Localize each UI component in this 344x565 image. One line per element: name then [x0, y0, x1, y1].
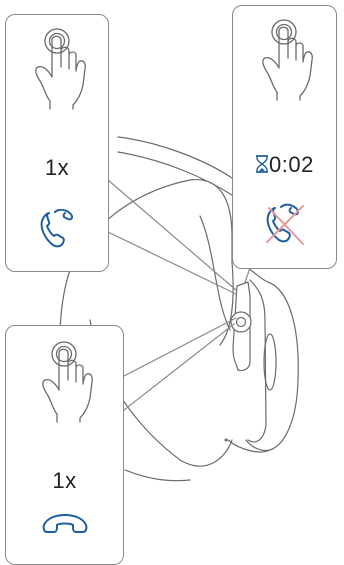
- mic-knob: [230, 311, 252, 333]
- tap-count: 1x: [44, 155, 70, 180]
- hold-duration: 0:02: [269, 152, 314, 177]
- tap-finger-icon: [35, 28, 86, 110]
- tap-finger-icon: [262, 19, 313, 101]
- tap-count: 1x: [52, 468, 77, 493]
- mic-boom: [232, 281, 251, 372]
- hourglass-icon: [256, 155, 268, 173]
- answer-call-card: 1x: [5, 14, 109, 272]
- phone-crossed-icon: [266, 203, 304, 245]
- end-call-card: 1x: [5, 325, 124, 565]
- callout-line-answer: [107, 231, 237, 295]
- hang-up-icon: [42, 514, 88, 533]
- callout-line-reject: [244, 267, 251, 283]
- phone-icon: [40, 209, 73, 248]
- callout-line-answer-2: [107, 179, 237, 291]
- callout-line-end: [123, 317, 237, 377]
- reject-call-card: 0:02: [232, 5, 337, 269]
- headband-inner: [117, 151, 233, 196]
- cup-side: [245, 267, 299, 452]
- ear-cup: [219, 261, 234, 346]
- headband-outer: [117, 136, 233, 179]
- callout-line-end-2: [123, 323, 235, 411]
- tap-finger-icon: [42, 341, 93, 423]
